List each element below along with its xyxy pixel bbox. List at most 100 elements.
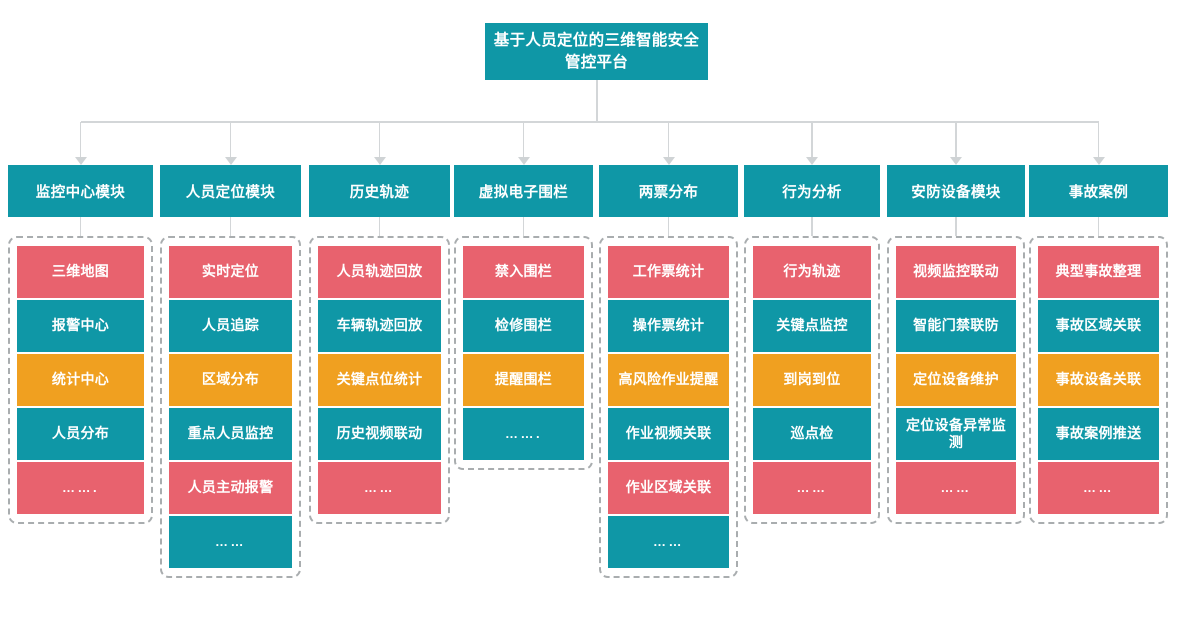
module-item[interactable]: 区域分布	[169, 354, 292, 406]
module-item[interactable]: 关键点监控	[753, 300, 871, 352]
module-group-2: 实时定位人员追踪区域分布重点人员监控人员主动报警……	[160, 236, 301, 578]
module-item-label: 行为轨迹	[783, 263, 841, 280]
module-item-label: 作业区域关联	[625, 479, 712, 496]
module-header-8[interactable]: 事故案例	[1029, 165, 1168, 217]
module-item[interactable]: 事故案例推送	[1038, 408, 1159, 460]
module-item-label: ……	[940, 479, 972, 495]
module-item[interactable]: 人员分布	[17, 408, 144, 460]
connector-stub	[1097, 214, 1100, 236]
module-item[interactable]: 定位设备维护	[896, 354, 1016, 406]
module-item[interactable]: 事故区域关联	[1038, 300, 1159, 352]
module-item[interactable]: 历史视频联动	[318, 408, 441, 460]
module-item-label: 工作票统计	[632, 263, 705, 280]
module-item-label: 实时定位	[201, 263, 260, 280]
module-header-label: 人员定位模块	[185, 184, 276, 201]
module-header-7[interactable]: 安防设备模块	[887, 165, 1025, 217]
module-item-ellipsis[interactable]: ……	[753, 462, 871, 514]
module-header-6[interactable]: 行为分析	[744, 165, 880, 217]
module-item[interactable]: 报警中心	[17, 300, 144, 352]
module-header-label: 历史轨迹	[349, 184, 410, 201]
module-item-label: 操作票统计	[632, 317, 705, 334]
module-item-ellipsis[interactable]: ……	[169, 516, 292, 568]
module-item[interactable]: 典型事故整理	[1038, 246, 1159, 298]
module-item[interactable]: 车辆轨迹回放	[318, 300, 441, 352]
module-item[interactable]: 智能门禁联防	[896, 300, 1016, 352]
module-group-5: 工作票统计操作票统计高风险作业提醒作业视频关联作业区域关联 ……	[599, 236, 738, 578]
module-header-4[interactable]: 虚拟电子围栏	[454, 165, 593, 217]
module-item-list: 禁入围栏检修围栏提醒围栏 …….	[463, 246, 584, 460]
module-header-5[interactable]: 两票分布	[599, 165, 738, 217]
module-item[interactable]: 工作票统计	[608, 246, 729, 298]
connector-stub	[522, 214, 525, 236]
module-item-label: ……	[364, 479, 395, 495]
module-group-6: 行为轨迹关键点监控到岗到位巡点检 ……	[744, 236, 880, 524]
module-item[interactable]: 人员追踪	[169, 300, 292, 352]
module-header-3[interactable]: 历史轨迹	[309, 165, 450, 217]
module-item-label: …….	[504, 425, 543, 441]
module-item-label: 提醒围栏	[494, 371, 553, 388]
module-item[interactable]: 高风险作业提醒	[608, 354, 729, 406]
module-item-label: 报警中心	[51, 317, 110, 334]
module-item-label: 定位设备异常监测	[905, 416, 1007, 451]
connector-stub	[79, 214, 82, 236]
module-item-label: 统计中心	[51, 371, 110, 388]
module-item[interactable]: 巡点检	[753, 408, 871, 460]
module-item-list: 工作票统计操作票统计高风险作业提醒作业视频关联作业区域关联 ……	[608, 246, 729, 568]
module-item-label: …….	[61, 479, 100, 495]
module-group-3: 人员轨迹回放车辆轨迹回放关键点位统计历史视频联动 ……	[309, 236, 450, 524]
module-item-label: 视频监控联动	[913, 263, 999, 280]
module-item[interactable]: 三维地图	[17, 246, 144, 298]
module-header-label: 虚拟电子围栏	[478, 184, 569, 201]
module-item[interactable]: 关键点位统计	[318, 354, 441, 406]
module-item[interactable]: 行为轨迹	[753, 246, 871, 298]
module-item[interactable]: 检修围栏	[463, 300, 584, 352]
module-header-label: 安防设备模块	[911, 184, 1001, 201]
module-item[interactable]: 事故设备关联	[1038, 354, 1159, 406]
module-item-ellipsis[interactable]: ……	[318, 462, 441, 514]
module-item-ellipsis[interactable]: ……	[608, 516, 729, 568]
module-item-label: 三维地图	[51, 263, 110, 280]
connector-arrow-icon	[662, 157, 675, 165]
connector-drop	[378, 122, 381, 158]
module-item-label: 作业视频关联	[625, 425, 712, 442]
connector-arrow-icon	[224, 157, 237, 165]
module-item[interactable]: 实时定位	[169, 246, 292, 298]
module-header-2[interactable]: 人员定位模块	[160, 165, 301, 217]
module-item-ellipsis[interactable]: ……	[1038, 462, 1159, 514]
connector-drop	[522, 122, 525, 158]
module-item[interactable]: 视频监控联动	[896, 246, 1016, 298]
module-header-1[interactable]: 监控中心模块	[8, 165, 153, 217]
root-stem	[596, 80, 598, 122]
module-item-label: 到岗到位	[783, 371, 841, 388]
module-item-ellipsis[interactable]: …….	[463, 408, 584, 460]
connector-drop	[79, 122, 82, 158]
module-item[interactable]: 人员轨迹回放	[318, 246, 441, 298]
module-item-label: 车辆轨迹回放	[336, 317, 423, 334]
module-item[interactable]: 重点人员监控	[169, 408, 292, 460]
module-item-label: 区域分布	[201, 371, 260, 388]
connector-arrow-icon	[950, 157, 962, 165]
module-item[interactable]: 禁入围栏	[463, 246, 584, 298]
module-item[interactable]: 操作票统计	[608, 300, 729, 352]
module-item-list: 行为轨迹关键点监控到岗到位巡点检 ……	[753, 246, 871, 514]
module-item[interactable]: 作业视频关联	[608, 408, 729, 460]
module-item-label: 人员追踪	[201, 317, 260, 334]
module-item-label: 高风险作业提醒	[618, 371, 719, 388]
module-item-label: 巡点检	[790, 425, 834, 442]
module-group-4: 禁入围栏检修围栏提醒围栏 …….	[454, 236, 593, 470]
module-item-ellipsis[interactable]: ……	[896, 462, 1016, 514]
module-item-label: 事故区域关联	[1055, 317, 1142, 334]
module-item-ellipsis[interactable]: …….	[17, 462, 144, 514]
module-item[interactable]: 到岗到位	[753, 354, 871, 406]
module-item[interactable]: 统计中心	[17, 354, 144, 406]
module-item[interactable]: 提醒围栏	[463, 354, 584, 406]
module-item[interactable]: 作业区域关联	[608, 462, 729, 514]
connector-arrow-icon	[517, 157, 530, 165]
module-group-8: 典型事故整理事故区域关联事故设备关联事故案例推送……	[1029, 236, 1168, 524]
module-item[interactable]: 定位设备异常监测	[896, 408, 1016, 460]
module-header-label: 两票分布	[638, 184, 699, 201]
module-item-label: 禁入围栏	[494, 263, 553, 280]
connector-stub	[229, 214, 232, 236]
module-item[interactable]: 人员主动报警	[169, 462, 292, 514]
module-item-label: 事故设备关联	[1055, 371, 1142, 388]
